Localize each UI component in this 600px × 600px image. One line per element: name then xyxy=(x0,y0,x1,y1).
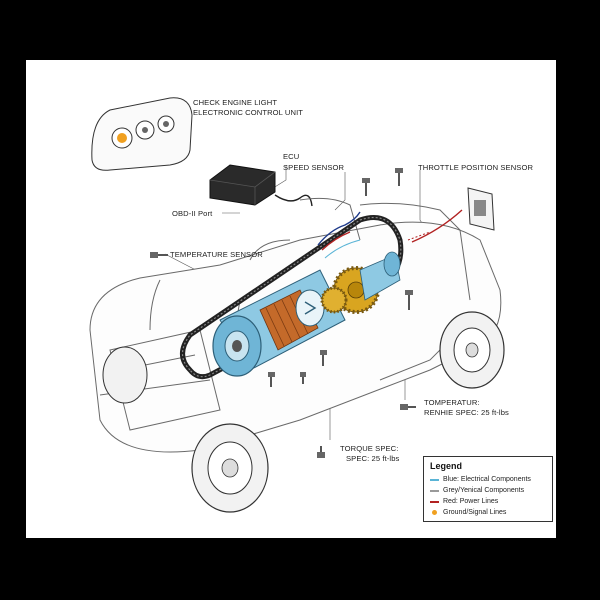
dashboard-cluster xyxy=(91,97,193,171)
bolt-right-side xyxy=(405,290,413,310)
throttle-pedal xyxy=(467,187,495,231)
legend-swatch-orange-dot xyxy=(432,510,437,515)
label-check-engine-light: CHECK ENGINE LIGHT xyxy=(193,98,278,107)
legend-swatch-grey xyxy=(430,489,439,492)
bolt-lower-center xyxy=(320,350,327,366)
gear-train xyxy=(320,251,401,314)
legend-item-label: Red: Power Lines xyxy=(443,498,499,505)
drive-belt xyxy=(180,215,404,380)
legend-item-grey: Grey/Yenical Components xyxy=(430,485,546,496)
wheel-front-left xyxy=(191,423,269,513)
label-obd-port: OBD-II Port xyxy=(172,209,213,218)
legend-swatch-blue xyxy=(430,478,439,481)
label-spec: SPEC: 25 ft-lbs xyxy=(346,454,400,463)
label-throttle-position-sensor: THROTTLE POSITION SENSOR xyxy=(418,163,534,172)
legend-item-ground: Ground/Signal Lines xyxy=(430,507,546,518)
label-temperature-sensor: TEMPERATURE SENSOR xyxy=(170,250,263,259)
legend-item-electrical: Blue: Electrical Components xyxy=(430,474,546,485)
legend-title: Legend xyxy=(430,461,463,471)
legend-item-power: Red: Power Lines xyxy=(430,496,546,507)
bolt-temperature-sensor xyxy=(150,252,168,258)
ecu-module xyxy=(209,164,313,207)
label-temperature-right: TOMPERATUR: xyxy=(424,398,480,407)
wheel-rear-left xyxy=(102,346,148,404)
bolts xyxy=(150,168,416,458)
bolt-renhie-spec xyxy=(400,404,416,410)
label-renhie-spec: RENHIE SPEC: 25 ft-lbs xyxy=(424,408,509,417)
label-ecu: ECU xyxy=(283,152,300,161)
legend-swatch-red xyxy=(430,500,439,503)
bolt-throttle xyxy=(395,168,403,186)
label-torque-spec: TORQUE SPEC: xyxy=(340,444,399,453)
electric-motor xyxy=(212,269,346,377)
legend-item-label: Grey/Yenical Components xyxy=(443,487,525,494)
legend-item-label: Ground/Signal Lines xyxy=(443,509,507,516)
bolt-lower-left xyxy=(268,372,275,387)
label-electronic-control-unit: ELECTRONIC CONTROL UNIT xyxy=(193,108,304,117)
legend-box: Legend Blue: Electrical Components Grey/… xyxy=(423,456,553,522)
bolt-torque-spec xyxy=(317,446,325,458)
legend-item-label: Blue: Electrical Components xyxy=(443,476,531,483)
wiring-harness xyxy=(317,209,463,259)
bolt-speed-sensor xyxy=(362,178,370,196)
wheel-front-right xyxy=(439,311,505,389)
label-speed-sensor: SPEED SENSOR xyxy=(283,163,345,172)
bolt-small xyxy=(300,372,306,384)
wheels xyxy=(102,311,505,513)
